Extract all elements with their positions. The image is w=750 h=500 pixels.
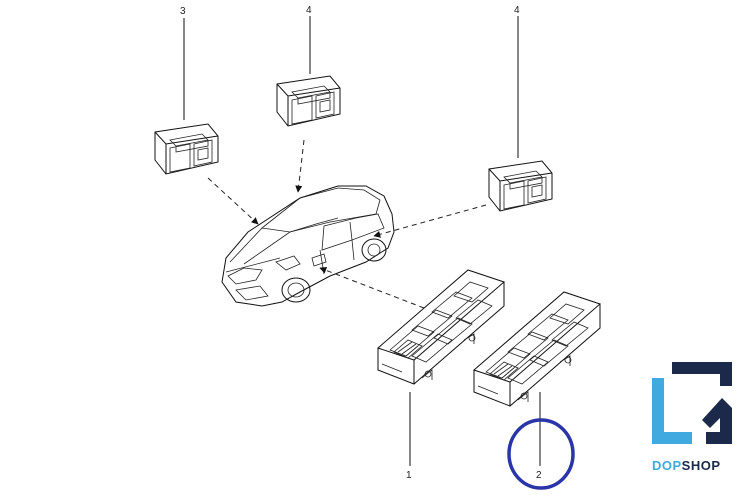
- switch-part-4-right: [488, 160, 553, 212]
- arrow-4right-to-car: [373, 204, 487, 238]
- highlight-circle: [507, 418, 575, 490]
- logo-mark-light: [652, 378, 692, 444]
- brand-text-dop: DOP: [652, 458, 682, 473]
- logo-mark-dark-2: [702, 398, 732, 444]
- switch-part-4-top: [276, 75, 341, 127]
- callout-3: 3: [180, 6, 186, 17]
- callout-2: 2: [536, 470, 542, 481]
- brand-text: DOPSHOP: [652, 458, 721, 473]
- switch-part-3: [154, 123, 219, 175]
- callout-4-top: 4: [306, 5, 312, 16]
- arrow-1-to-car: [319, 266, 425, 309]
- arrow-4top-to-car: [295, 139, 305, 193]
- switch-part-2: [473, 291, 601, 407]
- brand-logo: [652, 362, 732, 444]
- callout-1: 1: [406, 470, 412, 481]
- arrow-3-to-car: [207, 177, 259, 225]
- callout-4-right: 4: [514, 5, 520, 16]
- brand-text-shop: SHOP: [682, 458, 721, 473]
- car-outline: [221, 185, 395, 307]
- logo-mark-dark: [672, 362, 732, 386]
- switch-part-1: [377, 269, 505, 385]
